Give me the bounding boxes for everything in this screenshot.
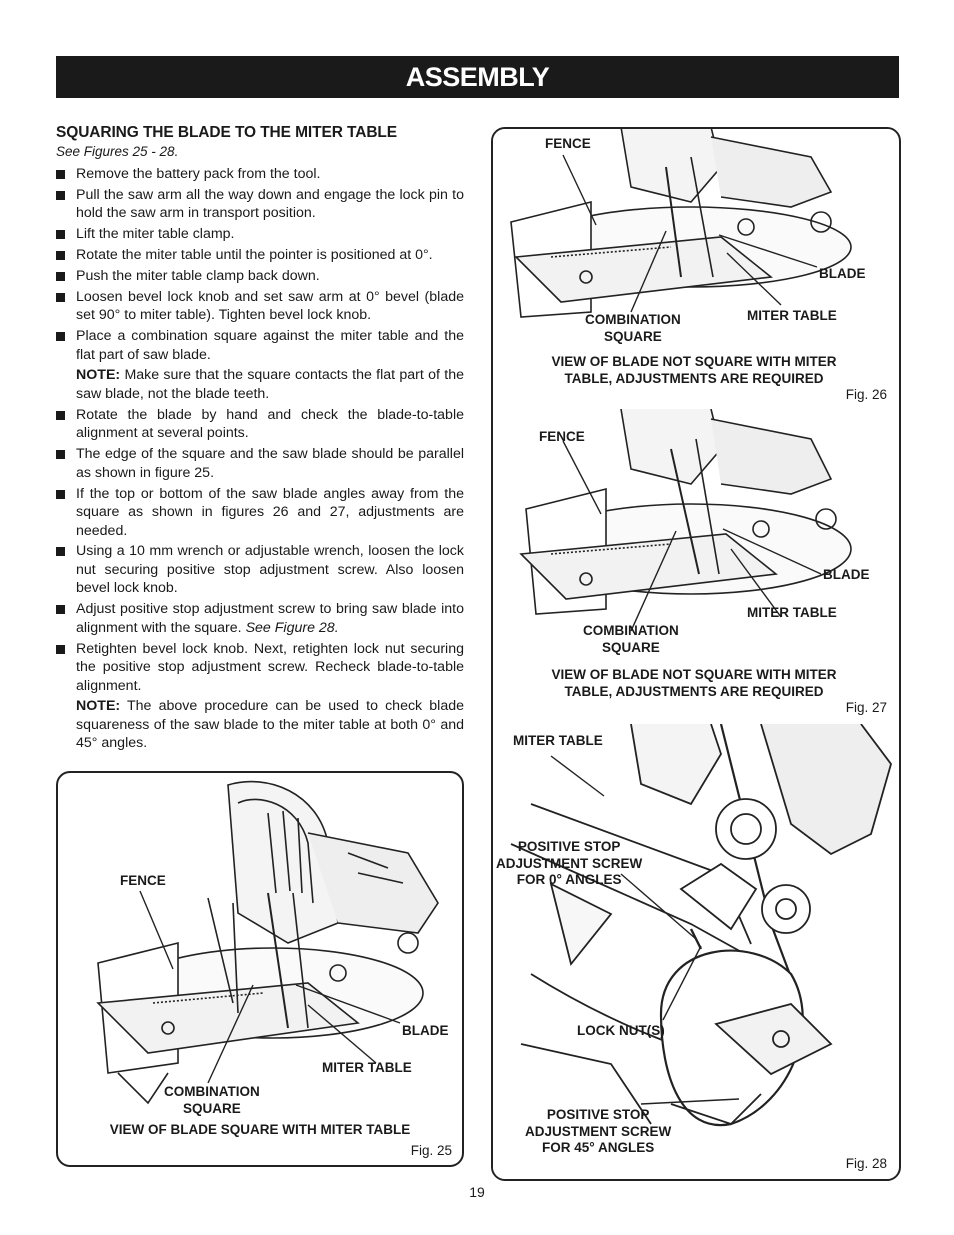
fence-callout: FENCE: [545, 136, 591, 151]
blade-callout: BLADE: [402, 1023, 449, 1038]
blade-callout: BLADE: [819, 266, 866, 281]
step-item: Loosen bevel lock knob and set saw arm a…: [56, 288, 464, 325]
step-text: The edge of the square and the saw blade…: [76, 446, 464, 481]
bullet-icon: [56, 489, 65, 499]
figure-caption: VIEW OF BLADE SQUARE WITH MITER TABLE: [109, 1122, 411, 1137]
bullet-icon: [56, 272, 65, 282]
miter-table-callout: MITER TABLE: [747, 605, 837, 620]
step-item: Place a combination square against the m…: [56, 327, 464, 403]
page-title: ASSEMBLY: [56, 56, 899, 98]
combination-square-callout: COMBINATION SQUARE: [583, 623, 679, 655]
saw-illustration-fig26: [510, 129, 852, 318]
step-text: Lift the miter table clamp.: [76, 226, 235, 243]
step-note: NOTE: Make sure that the square contacts…: [76, 366, 464, 403]
step-note: NOTE: The above procedure can be used to…: [76, 697, 464, 753]
see-figures-note: See Figures 25 - 28.: [56, 144, 179, 159]
saw-illustration-fig27: [519, 409, 852, 632]
step-text: Place a combination square against the m…: [76, 328, 464, 363]
section-title: SQUARING THE BLADE TO THE MITER TABLE: [56, 124, 398, 141]
note-label: NOTE:: [76, 698, 121, 715]
page-number: 19: [469, 1184, 485, 1200]
lock-nuts-callout: LOCK NUT(S): [577, 1023, 665, 1038]
step-item: Pull the saw arm all the way down and en…: [56, 186, 464, 223]
step-item: Retighten bevel lock knob. Next, retight…: [56, 640, 464, 753]
step-text: Remove the battery pack from the tool.: [76, 166, 321, 182]
figure-reference: See Figure 28.: [241, 619, 339, 636]
step-item: Remove the battery pack from the tool.: [56, 165, 464, 184]
bullet-icon: [56, 547, 65, 557]
blade-callout: BLADE: [823, 567, 870, 582]
step-item: If the top or bottom of the saw blade an…: [56, 485, 464, 541]
step-text: Retighten bevel lock knob. Next, retight…: [76, 640, 464, 694]
saw-illustration-fig25: [96, 780, 439, 1105]
bullet-icon: [56, 292, 65, 302]
step-text: Loosen bevel lock knob and set saw arm a…: [76, 288, 464, 324]
saw-illustration-fig28: [510, 724, 892, 1127]
note-label: NOTE:: [76, 367, 121, 384]
step-text: Adjust positive stop adjustment screw to…: [76, 601, 464, 636]
note-text: The above procedure can be used to check…: [76, 698, 464, 752]
step-text: Rotate the blade by hand and check the b…: [76, 406, 464, 442]
bullet-icon: [56, 190, 65, 200]
step-item: Adjust positive stop adjustment screw to…: [56, 600, 464, 637]
steps-list: Remove the battery pack from the tool. Pu…: [56, 165, 464, 753]
fence-callout: FENCE: [120, 873, 166, 888]
bullet-icon: [56, 605, 65, 615]
figure-label: Fig. 26: [845, 387, 887, 402]
bullet-icon: [56, 410, 65, 420]
step-text: Pull the saw arm all the way down and en…: [76, 186, 464, 222]
figure-25: FENCE BLADE MITER TABLE COMBINATION SQUA…: [56, 771, 464, 1167]
step-item: Lift the miter table clamp.: [56, 225, 464, 244]
bullet-icon: [56, 170, 65, 179]
step-text: Rotate the miter table until the pointer…: [76, 247, 433, 264]
figure-label: Fig. 25: [410, 1143, 452, 1158]
step-item: Using a 10 mm wrench or adjustable wrenc…: [56, 542, 464, 598]
figure-28: MITER TABLE POSITIVE STOP ADJUSTMENT SCR…: [493, 724, 897, 1179]
note-text: Make sure that the square contacts the f…: [76, 367, 464, 402]
step-text: If the top or bottom of the saw blade an…: [76, 485, 464, 539]
step-item: Rotate the miter table until the pointer…: [56, 246, 464, 265]
miter-table-callout: MITER TABLE: [747, 308, 837, 323]
bullet-icon: [56, 251, 65, 261]
positive-stop-45-callout: POSITIVE STOP ADJUSTMENT SCREW FOR 45° A…: [525, 1107, 672, 1155]
fence-callout: FENCE: [539, 429, 585, 444]
figure-27: FENCE BLADE MITER TABLE COMBINATION SQUA…: [493, 409, 897, 726]
figure-label: Fig. 27: [845, 700, 887, 715]
bullet-icon: [56, 644, 65, 654]
instructions-column: SQUARING THE BLADE TO THE MITER TABLE Se…: [56, 120, 464, 755]
figure-caption: VIEW OF BLADE NOT SQUARE WITH MITER TABL…: [551, 667, 837, 699]
figures-26-28: FENCE BLADE MITER TABLE COMBINATION SQUA…: [491, 127, 901, 1181]
step-item: The edge of the square and the saw blade…: [56, 445, 464, 482]
combination-square-callout: COMBINATION SQUARE: [164, 1084, 260, 1116]
step-item: Rotate the blade by hand and check the b…: [56, 406, 464, 443]
figure-caption: VIEW OF BLADE NOT SQUARE WITH MITER TABL…: [551, 354, 837, 386]
bullet-icon: [56, 450, 65, 460]
figure-26: FENCE BLADE MITER TABLE COMBINATION SQUA…: [493, 129, 897, 411]
miter-table-callout: MITER TABLE: [322, 1060, 412, 1075]
bullet-icon: [56, 230, 65, 240]
step-item: Push the miter table clamp back down.: [56, 267, 464, 286]
step-text: Using a 10 mm wrench or adjustable wrenc…: [76, 543, 464, 597]
bullet-icon: [56, 332, 65, 342]
miter-table-callout: MITER TABLE: [513, 733, 603, 748]
figure-label: Fig. 28: [845, 1156, 887, 1171]
step-text: Push the miter table clamp back down.: [76, 268, 320, 285]
combination-square-callout: COMBINATION SQUARE: [585, 312, 681, 344]
positive-stop-0-callout: POSITIVE STOP ADJUSTMENT SCREW FOR 0° AN…: [496, 839, 643, 887]
